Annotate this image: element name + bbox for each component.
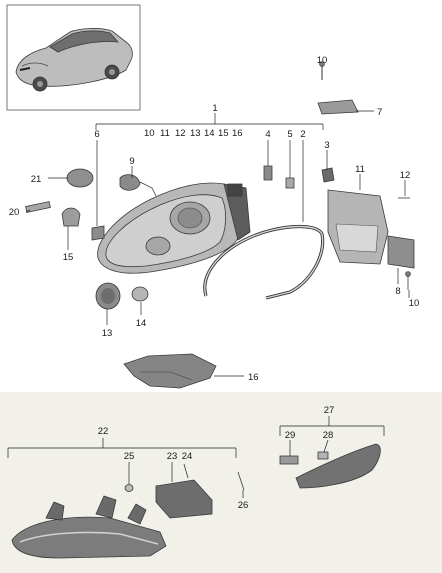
label-10-right: 10 (409, 298, 420, 309)
label-15-left: 15 (63, 252, 74, 263)
bulb-4 (263, 165, 273, 181)
label-10-top: 10 (317, 55, 328, 66)
label-16: 16 (232, 128, 243, 139)
label-14-left: 14 (136, 318, 147, 329)
vehicle-thumbnail (6, 4, 141, 111)
label-5: 5 (287, 129, 292, 140)
label-15: 15 (218, 128, 229, 139)
bulb-6 (91, 225, 105, 241)
label-4: 4 (265, 129, 270, 140)
holder-15 (61, 207, 81, 227)
cap-14 (131, 286, 149, 302)
label-29: 29 (285, 430, 296, 441)
label-11: 11 (160, 128, 170, 139)
side-marker-lens (295, 443, 381, 489)
bulb-5 (285, 177, 295, 189)
label-6: 6 (94, 129, 99, 140)
label-13: 13 (190, 128, 201, 139)
daytime-light-unit (11, 495, 167, 559)
control-module-7 (317, 99, 359, 115)
module-23 (155, 479, 213, 519)
label-9: 9 (129, 156, 134, 167)
screw-26 (237, 471, 245, 491)
label-27: 27 (324, 405, 335, 416)
headlight-assembly (97, 182, 251, 274)
label-12: 12 (175, 128, 186, 139)
harness-9 (119, 174, 141, 191)
label-24: 24 (182, 451, 193, 462)
label-23: 23 (167, 451, 178, 462)
label-14: 14 (204, 128, 215, 139)
bulb-20 (25, 201, 51, 213)
label-1: 1 (212, 103, 217, 114)
label-22: 22 (98, 426, 109, 437)
label-3: 3 (324, 140, 329, 151)
cap-21 (66, 168, 94, 188)
bulb-28 (317, 451, 329, 460)
bulb-29 (279, 455, 299, 465)
label-20: 20 (9, 207, 20, 218)
bracket-16 (123, 353, 217, 389)
label-13-left: 13 (102, 328, 113, 339)
label-8: 8 (395, 286, 400, 297)
module-8 (387, 235, 415, 269)
screw-24 (183, 463, 189, 479)
nut-25 (124, 484, 134, 492)
label-21: 21 (31, 174, 42, 185)
label-16-right: 16 (248, 372, 259, 383)
label-28: 28 (323, 430, 334, 441)
label-25: 25 (124, 451, 135, 462)
label-10: 10 (144, 128, 155, 139)
label-11-right: 11 (355, 164, 365, 175)
label-12-right: 12 (400, 170, 411, 181)
label-2: 2 (300, 129, 305, 140)
label-7: 7 (377, 107, 382, 118)
socket-3 (321, 167, 335, 183)
label-26: 26 (238, 500, 249, 511)
